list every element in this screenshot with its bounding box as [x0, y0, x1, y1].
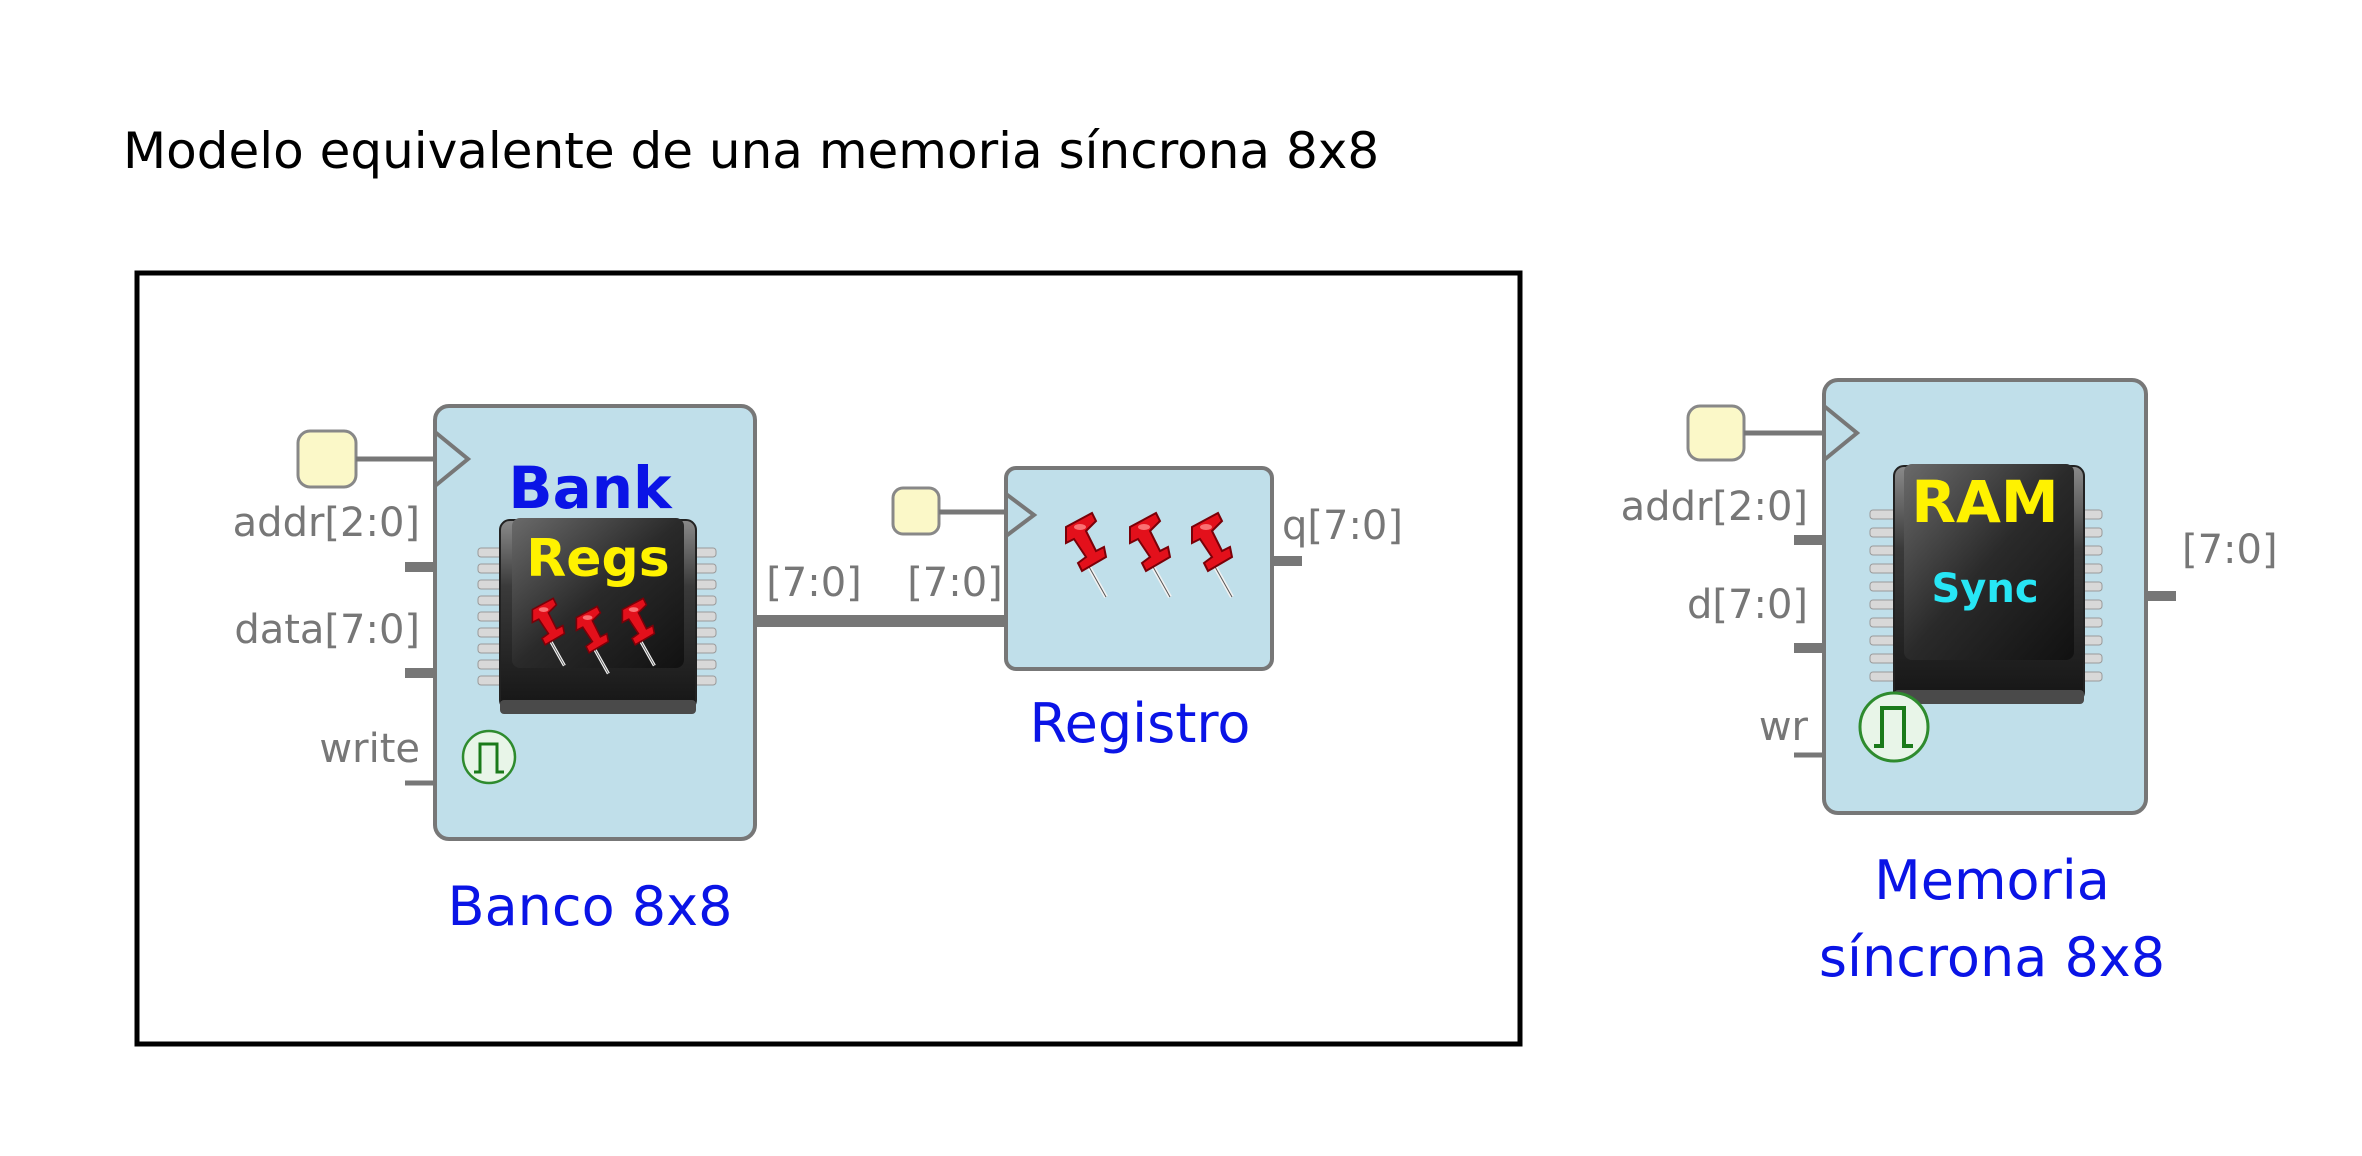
- bank-port-addr: addr[2:0]: [233, 500, 420, 546]
- bank-chip-line2: Regs: [526, 529, 669, 589]
- registro-name: Registro: [1030, 692, 1251, 755]
- wire-label-left: [7:0]: [766, 560, 862, 606]
- registro-module[interactable]: [891, 466, 1302, 671]
- ram-chip-line2: Sync: [1931, 566, 2038, 612]
- registro-clock-input[interactable]: [891, 486, 941, 536]
- ram-name-line1: Memoria: [1874, 849, 2110, 912]
- registro-clock-triangle: [1004, 492, 1038, 538]
- ram-name-line2: síncrona 8x8: [1819, 926, 2165, 989]
- bank-name: Banco 8x8: [448, 875, 733, 938]
- ram-clock-triangle: [1822, 404, 1861, 462]
- bank-chip-line1: Bank: [508, 454, 673, 522]
- bank-module[interactable]: addr[2:0] data[7:0] write Bank Regs: [233, 404, 757, 841]
- registro-port-q: q[7:0]: [1282, 503, 1403, 549]
- ram-port-d: d[7:0]: [1687, 582, 1808, 628]
- bank-clock-triangle: [433, 430, 472, 488]
- clock-pulse-icon: [1858, 691, 1930, 763]
- diagram-title: Modelo equivalente de una memoria síncro…: [123, 122, 1379, 180]
- clock-pulse-icon: [461, 729, 517, 785]
- ram-port-out: [7:0]: [2182, 527, 2278, 573]
- wire-label-right: [7:0]: [907, 560, 1003, 606]
- bank-port-write: write: [319, 726, 420, 772]
- ram-port-addr: addr[2:0]: [1621, 484, 1808, 530]
- bank-port-data: data[7:0]: [234, 607, 420, 653]
- bank-clock-input[interactable]: [296, 429, 358, 489]
- equivalent-model-frame: [134, 270, 1523, 1047]
- ram-chip-line1: RAM: [1911, 468, 2058, 536]
- ram-clock-input[interactable]: [1686, 404, 1746, 462]
- ram-port-wr: wr: [1759, 704, 1809, 750]
- ram-module[interactable]: RAM Sync: [1686, 378, 2176, 815]
- ram-chip-pins-icon: [1869, 464, 2103, 704]
- registro-block[interactable]: [1004, 466, 1274, 671]
